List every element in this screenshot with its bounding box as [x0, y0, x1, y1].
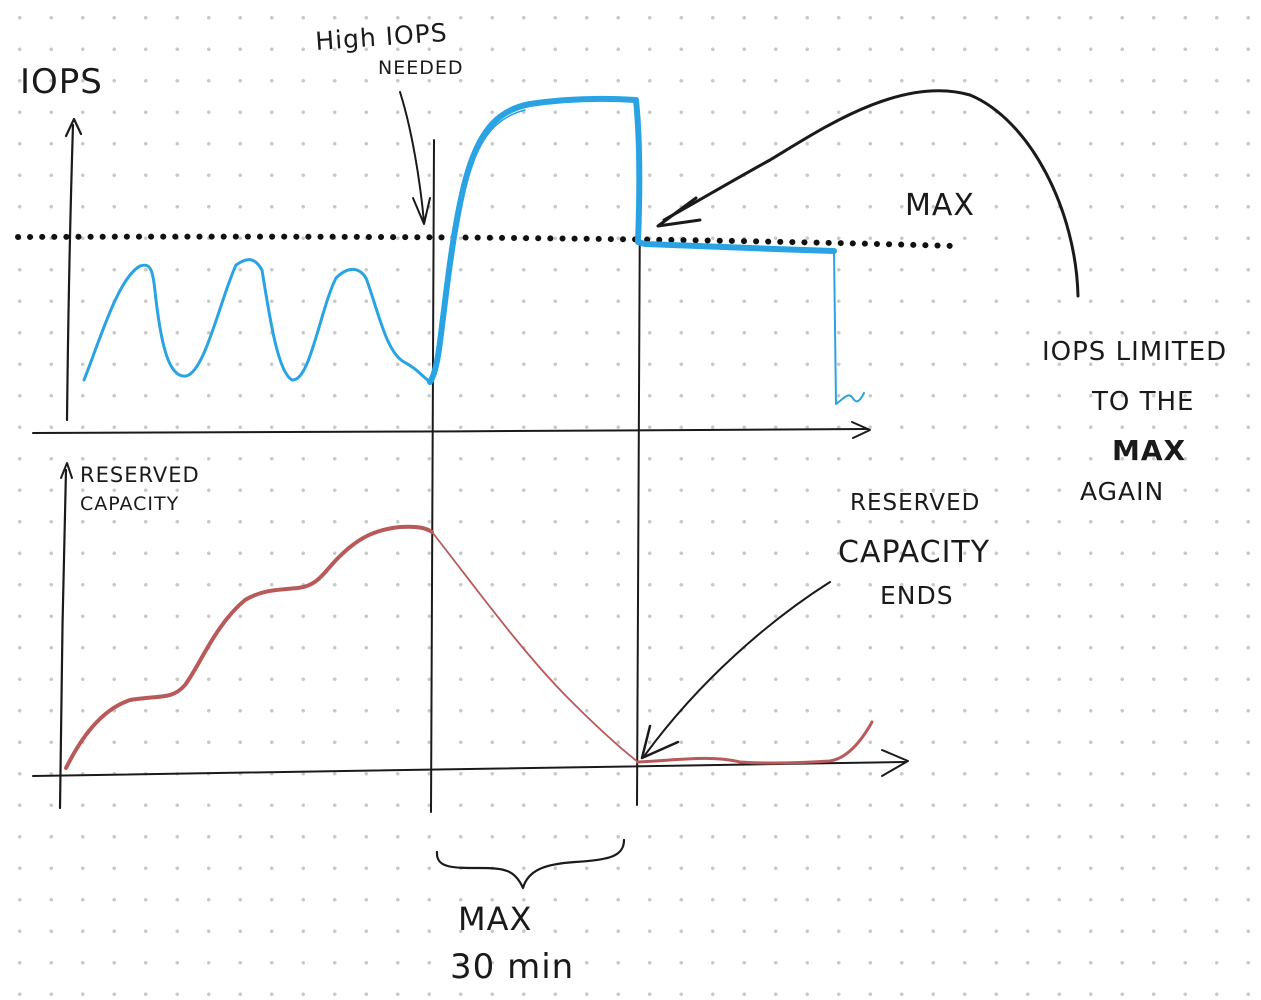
duration-label-line1: MAX [458, 900, 532, 938]
high-iops-label-line2: NEEDED [378, 57, 464, 79]
iops-oscillation-curve [82, 258, 432, 384]
high-iops-pointer-arrowhead [412, 197, 431, 225]
time-marker-end [636, 189, 641, 806]
reserved-ends-label-line1: RESERVED [850, 490, 980, 516]
reserved-axis-label-line2: CAPACITY [80, 493, 179, 515]
reserved-axis-label-line1: RESERVED [80, 463, 200, 487]
reserved-y-axis-arrowhead [60, 462, 73, 479]
iops-x-axis [32, 428, 869, 434]
high-iops-label-line1: High IOPS [314, 18, 448, 56]
iops-limited-label-line2: TO THE [1091, 387, 1194, 417]
reserved-capacity-accumulation [64, 524, 434, 770]
iops-limited-label-line1: IOPS LIMITED [1042, 337, 1227, 367]
iops-y-axis-arrowhead [64, 117, 83, 138]
iops-axis-label: IOPS [20, 62, 103, 102]
iops-limited-label-line3: MAX [1112, 434, 1186, 467]
reserved-capacity-refill [636, 720, 874, 765]
iops-burst-shadow [432, 109, 526, 379]
iops-burst-curve [427, 95, 837, 385]
reserved-ends-pointer-arrow [644, 581, 831, 756]
reserved-y-axis [58, 468, 68, 810]
time-marker-start [430, 139, 435, 813]
iops-x-axis-arrowhead [851, 421, 871, 439]
reserved-capacity-drain [431, 531, 639, 763]
duration-label-line2: 30 min [450, 947, 574, 987]
iops-limited-pointer-arrowhead [656, 196, 702, 228]
reserved-ends-label-line3: ENDS [880, 581, 954, 610]
high-iops-pointer-arrow [399, 91, 425, 223]
iops-limited-pointer-arrow [662, 89, 1080, 298]
reserved-ends-label-line2: CAPACITY [838, 535, 990, 570]
max-iops-dotted-line [15, 233, 958, 249]
reserved-ends-pointer-arrowhead [640, 724, 680, 760]
iops-y-axis [65, 123, 75, 422]
duration-brace [435, 838, 626, 890]
max-line-label: MAX [905, 188, 975, 223]
iops-limited-label-line4: AGAIN [1080, 477, 1164, 506]
iops-drop-curve [833, 250, 865, 405]
reserved-x-axis-arrowhead [881, 749, 909, 777]
